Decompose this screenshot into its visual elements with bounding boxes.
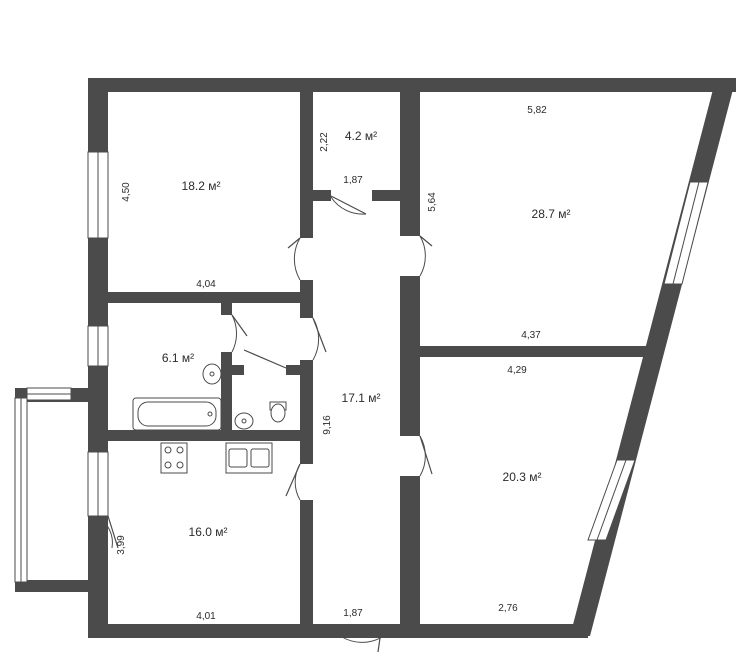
room-area-label: 4.2 м² <box>345 129 377 143</box>
dimension-label: 4,50 <box>121 182 132 202</box>
windows <box>14 151 709 583</box>
dimension-label: 5,82 <box>527 105 547 116</box>
dimension-label: 1,87 <box>343 608 363 619</box>
sink-icon <box>234 412 254 430</box>
room-area-label: 18.2 м² <box>182 179 221 193</box>
wall-corridor-right-2 <box>400 276 420 436</box>
door-entrance <box>341 636 383 643</box>
room-area-label: 16.0 м² <box>189 525 228 539</box>
wall-bath-toilet <box>221 352 232 434</box>
room-area-label: 6.1 м² <box>162 351 194 365</box>
wall-bath-stub-top <box>221 303 232 315</box>
dimension-label: 3,99 <box>116 535 127 555</box>
door-balcony <box>95 515 113 549</box>
balcony-wall-bottom <box>15 580 97 592</box>
outer-wall-bottom <box>88 624 588 638</box>
door-room-g <box>419 435 426 477</box>
dimension-label: 2,22 <box>319 132 330 152</box>
wall-toilet-stub-2 <box>286 365 306 375</box>
room-area-label: 20.3 м² <box>503 470 542 484</box>
door-living <box>419 235 426 277</box>
wall-bedroom-bath <box>106 292 312 303</box>
wall-storage-2 <box>372 190 412 201</box>
washbasin-icon <box>202 363 222 385</box>
wall-right-rooms <box>418 346 646 357</box>
door-bath <box>231 314 238 353</box>
dimension-label: 2,76 <box>498 603 518 614</box>
toilet-icon <box>269 401 287 423</box>
dimension-labels: 4,50 4,04 2,22 1,87 5,82 5,64 4,37 4,29 … <box>116 105 547 622</box>
wall-corridor-left-2 <box>300 280 313 318</box>
dimension-label: 9,16 <box>322 415 333 435</box>
door-toilet-leaf <box>243 349 287 369</box>
dimension-label: 5,64 <box>427 192 438 212</box>
room-area-label: 17.1 м² <box>342 391 381 405</box>
room-area-label: 28.7 м² <box>532 207 571 221</box>
fixtures <box>132 363 287 474</box>
dimension-label: 4,01 <box>196 611 216 622</box>
door-bedroom <box>293 237 301 281</box>
wall-corridor-left-4 <box>300 500 313 630</box>
doors <box>95 195 433 653</box>
outer-wall-top <box>88 78 736 92</box>
dimension-label: 1,87 <box>343 175 363 186</box>
bathtub-icon <box>132 397 222 431</box>
dimension-label: 4,04 <box>196 279 216 290</box>
area-labels: 18.2 м² 4.2 м² 28.7 м² 6.1 м² 17.1 м² 16… <box>162 129 571 539</box>
wall-corridor-right-3 <box>400 476 420 630</box>
wall-storage-1 <box>313 190 331 201</box>
stove-icon <box>160 442 188 474</box>
kitchen-sink-icon <box>225 442 273 474</box>
wall-corridor-left-1 <box>300 90 313 238</box>
door-storage <box>330 196 367 215</box>
dimension-label: 4,37 <box>521 330 541 341</box>
wall-bath-kitchen <box>106 430 306 441</box>
wall-toilet-stub-1 <box>232 365 244 375</box>
dimension-label: 4,29 <box>507 365 527 376</box>
wall-corridor-left-3 <box>300 360 313 464</box>
wall-corridor-right-1 <box>400 90 420 236</box>
